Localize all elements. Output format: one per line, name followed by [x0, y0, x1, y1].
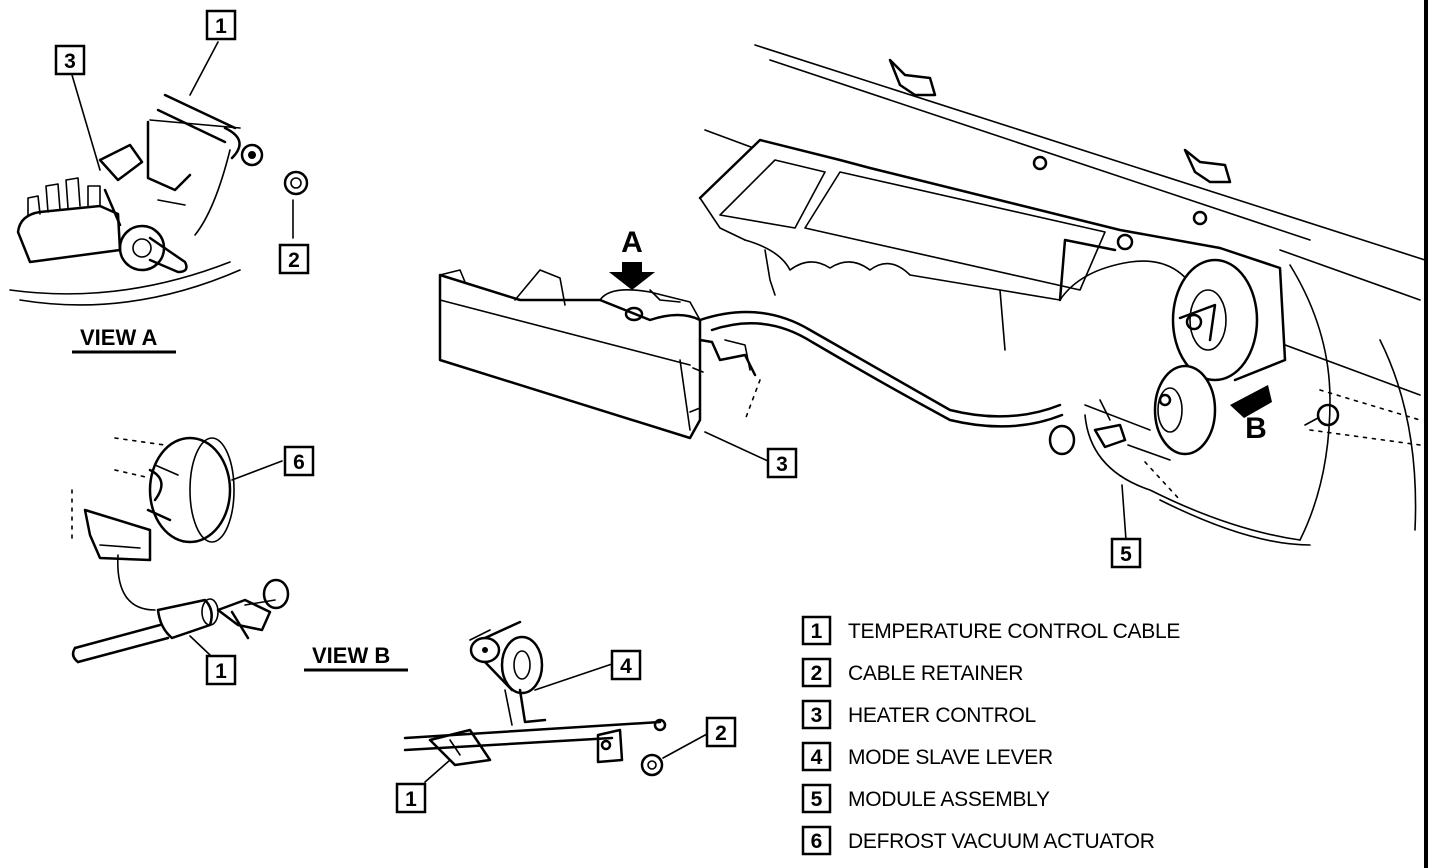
view-b-label: VIEW B: [312, 643, 390, 668]
view-a-illustration: [9, 41, 309, 306]
legend-label: MODE SLAVE LEVER: [848, 746, 1053, 769]
svg-text:2: 2: [715, 722, 727, 745]
legend-number: 3: [811, 704, 823, 727]
legend-number-box: [801, 657, 832, 688]
svg-text:1: 1: [215, 15, 227, 38]
legend-number: 2: [811, 662, 823, 685]
legend-item: 5 MODULE ASSEMBLY: [801, 783, 1050, 814]
callout-main-3: 3: [766, 447, 798, 479]
legend: 1 TEMPERATURE CONTROL CABLE 2 CABLE RETAINE…: [801, 615, 1181, 856]
legend-label: CABLE RETAINER: [848, 662, 1023, 685]
legend-number-box: [801, 825, 832, 856]
callout-view-a-1: 1: [205, 9, 237, 41]
callout-main-5: 5: [1110, 537, 1142, 569]
legend-number: 1: [811, 620, 823, 643]
legend-number-box: [801, 615, 832, 646]
svg-text:6: 6: [293, 451, 305, 474]
legend-number-box: [801, 741, 832, 772]
legend-number-box: [801, 699, 832, 730]
svg-text:4: 4: [620, 655, 632, 678]
callout-view-b-1: 1: [395, 782, 427, 814]
legend-label: HEATER CONTROL: [848, 704, 1036, 727]
svg-text:3: 3: [64, 50, 76, 73]
legend-number-box: [801, 783, 832, 814]
callout-5-leader: [1121, 484, 1127, 541]
callout-actuator-6: 6: [283, 445, 315, 477]
svg-text:2: 2: [288, 249, 300, 272]
view-a-arrow: A: [609, 226, 655, 290]
callout-3-leader: [704, 431, 769, 462]
legend-item: 3 HEATER CONTROL: [801, 699, 1036, 730]
legend-number: 5: [811, 788, 823, 811]
legend-number: 4: [811, 746, 823, 769]
callout-view-b-2: 2: [705, 716, 737, 748]
legend-label: MODULE ASSEMBLY: [848, 788, 1050, 811]
legend-item: 2 CABLE RETAINER: [801, 657, 1024, 688]
svg-text:B: B: [1245, 412, 1267, 445]
legend-number: 6: [811, 830, 823, 853]
svg-text:3: 3: [776, 453, 788, 476]
legend-item: 1 TEMPERATURE CONTROL CABLE: [801, 615, 1181, 646]
defrost-actuator-illustration: [71, 436, 290, 664]
view-b-arrow: B: [1230, 385, 1272, 445]
legend-label: TEMPERATURE CONTROL CABLE: [848, 620, 1180, 643]
callout-actuator-1: 1: [205, 654, 237, 686]
module-assembly-illustration: [438, 44, 1426, 546]
view-b-illustration: [403, 620, 708, 783]
callout-view-b-4: 4: [610, 649, 642, 681]
callout-view-a-3: 3: [54, 44, 86, 76]
legend-item: 4 MODE SLAVE LEVER: [801, 741, 1053, 772]
callout-view-a-2: 2: [278, 243, 310, 275]
view-a-label: VIEW A: [80, 325, 158, 350]
svg-text:5: 5: [1120, 543, 1132, 566]
legend-label: DEFROST VACUUM ACTUATOR: [848, 830, 1155, 853]
legend-item: 6 DEFROST VACUUM ACTUATOR: [801, 825, 1155, 856]
svg-text:1: 1: [405, 788, 417, 811]
svg-text:1: 1: [215, 660, 227, 683]
svg-text:A: A: [621, 226, 643, 259]
